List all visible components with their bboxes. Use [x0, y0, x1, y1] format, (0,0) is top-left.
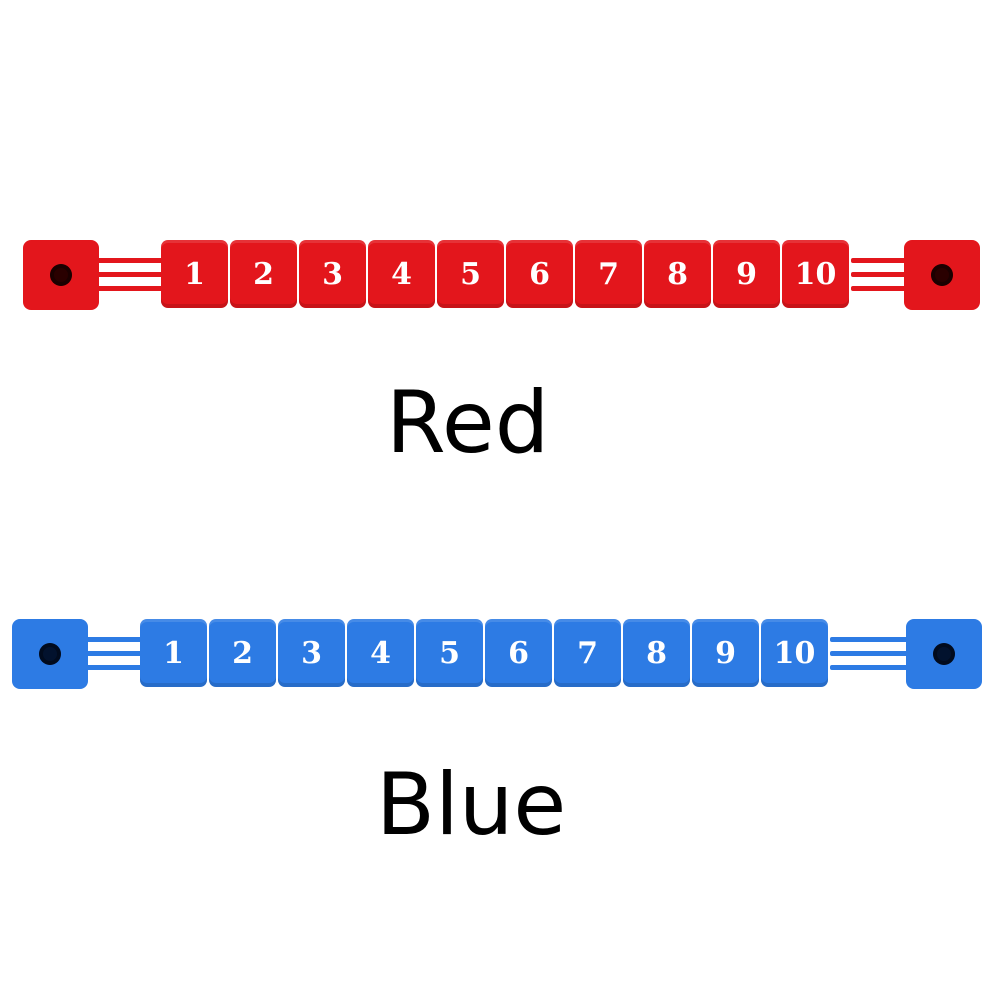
left-end-cap	[12, 619, 88, 689]
left-rail	[86, 635, 148, 673]
red-caption: Red	[386, 373, 550, 473]
score-die[interactable]: 2	[209, 619, 276, 687]
score-die[interactable]: 5	[437, 240, 504, 308]
mounting-hole-icon	[931, 264, 953, 286]
score-die[interactable]: 4	[347, 619, 414, 687]
mounting-hole-icon	[39, 643, 61, 665]
score-die[interactable]: 4	[368, 240, 435, 308]
mounting-hole-icon	[933, 643, 955, 665]
blue-caption: Blue	[376, 755, 567, 855]
score-dice-row: 1 2 3 4 5 6 7 8 9 10	[140, 619, 830, 689]
score-dice-row: 1 2 3 4 5 6 7 8 9 10	[161, 240, 851, 310]
score-die[interactable]: 2	[230, 240, 297, 308]
score-die[interactable]: 10	[761, 619, 828, 687]
score-die[interactable]: 8	[644, 240, 711, 308]
score-die[interactable]: 1	[140, 619, 207, 687]
left-rail	[97, 256, 165, 294]
right-rail	[851, 256, 909, 294]
left-end-cap	[23, 240, 99, 310]
mounting-hole-icon	[50, 264, 72, 286]
score-die[interactable]: 6	[485, 619, 552, 687]
score-die[interactable]: 7	[554, 619, 621, 687]
score-die[interactable]: 3	[299, 240, 366, 308]
red-score-counter: 1 2 3 4 5 6 7 8 9 10	[23, 240, 980, 310]
score-die[interactable]: 9	[692, 619, 759, 687]
score-die[interactable]: 9	[713, 240, 780, 308]
score-die[interactable]: 7	[575, 240, 642, 308]
score-die[interactable]: 1	[161, 240, 228, 308]
score-die[interactable]: 5	[416, 619, 483, 687]
score-die[interactable]: 3	[278, 619, 345, 687]
right-rail	[830, 635, 912, 673]
score-die[interactable]: 10	[782, 240, 849, 308]
right-end-cap	[904, 240, 980, 310]
score-die[interactable]: 6	[506, 240, 573, 308]
score-die[interactable]: 8	[623, 619, 690, 687]
right-end-cap	[906, 619, 982, 689]
blue-score-counter: 1 2 3 4 5 6 7 8 9 10	[12, 619, 982, 689]
